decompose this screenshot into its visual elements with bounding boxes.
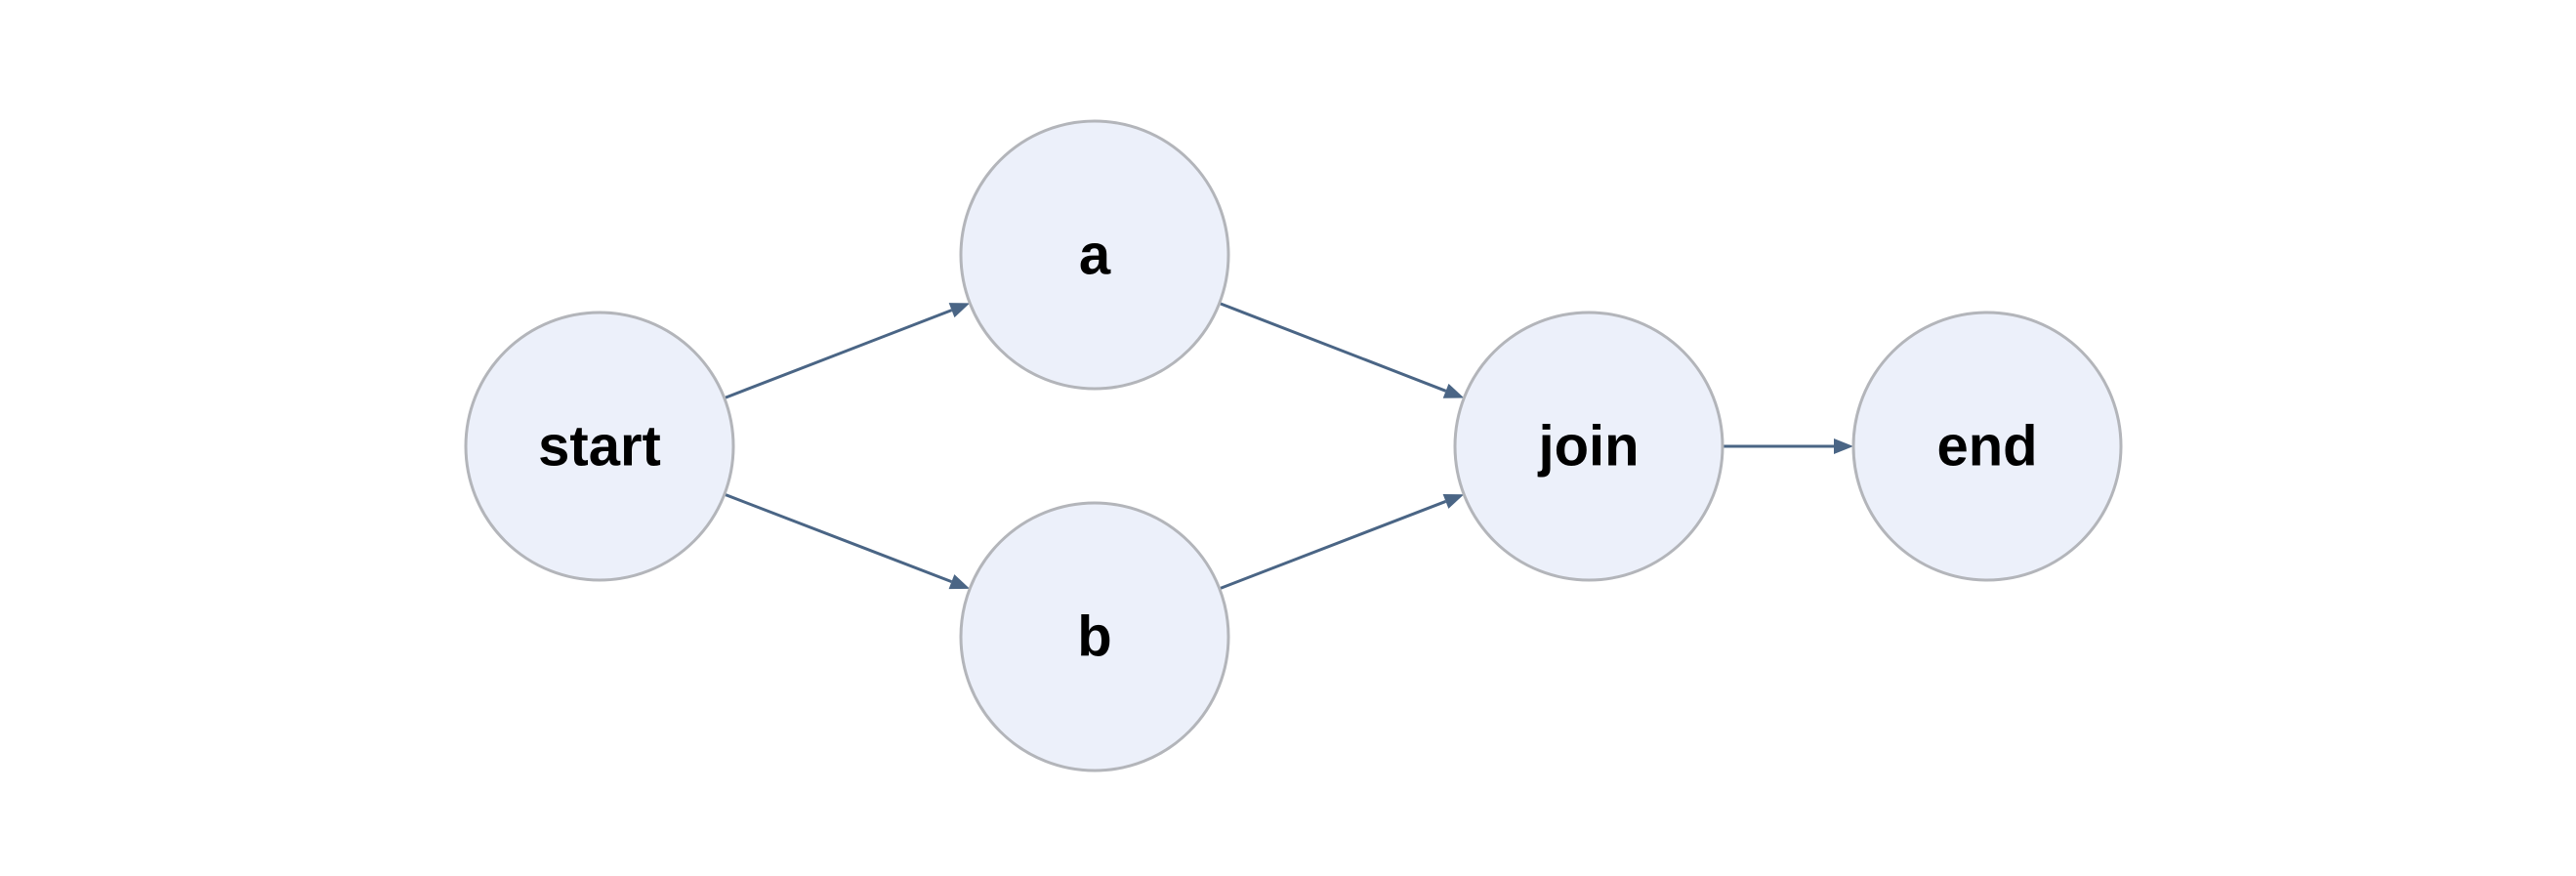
node-label: end (1936, 415, 2037, 479)
node-b: b (959, 501, 1230, 772)
node-label: start (538, 415, 661, 479)
node-label: b (1077, 605, 1111, 669)
node-circle (959, 119, 1230, 391)
arrowhead-icon (1834, 438, 1853, 454)
node-end: end (1851, 311, 2123, 582)
edge-line (1219, 302, 1447, 393)
node-circle (1851, 311, 2123, 582)
edge-line (724, 492, 953, 584)
node-a: a (959, 119, 1230, 391)
arrowhead-icon (1442, 493, 1465, 509)
edge-b-to-join (1219, 493, 1465, 591)
edge-a-to-join (1219, 302, 1465, 398)
node-start: start (464, 311, 735, 582)
arrowhead-icon (948, 303, 971, 318)
node-circle (959, 501, 1230, 772)
edge-start-to-b (724, 492, 971, 590)
node-join: join (1453, 311, 1724, 582)
nodes-layer: start a b join end (464, 119, 2123, 772)
arrowhead-icon (948, 574, 971, 590)
arrowhead-icon (1442, 383, 1465, 398)
edge-line (724, 309, 953, 399)
edge-start-to-a (724, 303, 971, 399)
node-label: a (1079, 224, 1111, 287)
edges-layer (724, 302, 1853, 591)
edge-join-to-end (1723, 438, 1853, 454)
node-circle (1453, 311, 1724, 582)
node-label: join (1537, 415, 1639, 479)
edge-line (1219, 500, 1447, 591)
node-circle (464, 311, 735, 582)
